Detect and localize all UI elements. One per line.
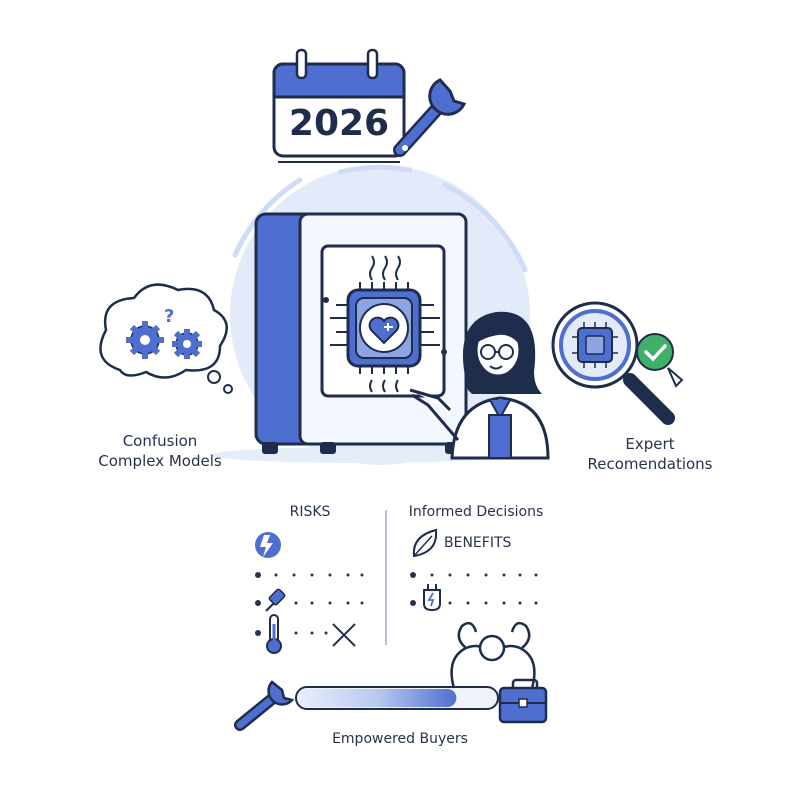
chip-heart-icon (330, 255, 440, 393)
recommendations-text: Recomendations (587, 455, 713, 473)
wrench-icon (393, 78, 467, 157)
risk-dotted-line-1 (255, 572, 364, 578)
plug-icon (255, 588, 364, 612)
battery-plug-icon (410, 584, 538, 612)
expert-label: Expert Recomendations (570, 434, 730, 474)
expert-text: Expert (625, 435, 675, 453)
leaf-icon (412, 528, 438, 558)
calendar-year: 2026 (289, 103, 389, 144)
svg-text:?: ? (164, 306, 174, 327)
empowered-buyers-label: Empowered Buyers (332, 731, 468, 747)
complex-models-text: Complex Models (98, 452, 222, 470)
benefit-dotted-line-1 (410, 572, 538, 578)
thermometer-icon (255, 614, 328, 654)
risks-heading: RISKS (289, 504, 331, 520)
scientist-icon (409, 311, 550, 460)
confusion-label: Confusion Complex Models (80, 431, 240, 471)
check-icon (636, 333, 684, 388)
thought-gears-icon: ? (99, 283, 233, 394)
wrench-icon (234, 680, 295, 731)
lightning-icon (255, 532, 281, 558)
calendar-icon: 2026 (272, 48, 406, 163)
progress-fill (298, 689, 457, 707)
cross-icon (332, 623, 356, 647)
magnifier-chip-icon (551, 301, 675, 425)
confusion-text: Confusion (122, 432, 198, 450)
briefcase-icon (498, 678, 548, 724)
informed-decisions-heading: Informed Decisions (408, 504, 544, 520)
progress-bar (295, 686, 499, 710)
benefits-label: BENEFITS (444, 535, 512, 551)
